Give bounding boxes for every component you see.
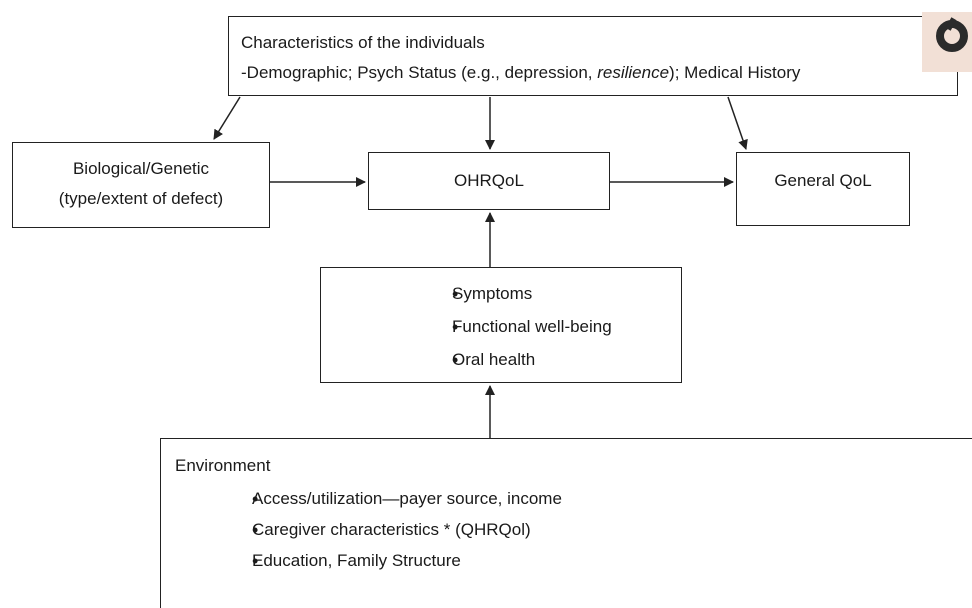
general-qol-label: General QoL [774, 171, 872, 190]
characteristics-detail-b: ); Medical History [669, 63, 801, 82]
factor-oral-health: Oral health [412, 351, 612, 369]
biological-genetic-detail: (type/extent of defect) [58, 189, 224, 208]
environment-title: Environment [175, 456, 271, 475]
biological-genetic-title: Biological/Genetic [72, 159, 210, 178]
ohrqol-label: OHRQoL [454, 171, 524, 190]
factor-symptoms: Symptoms [412, 285, 612, 303]
arrow-top-to-general [727, 96, 748, 150]
characteristics-detail: -Demographic; Psych Status (e.g., depres… [241, 64, 800, 81]
factors-list: Symptoms Functional well-being Oral heal… [412, 285, 612, 369]
ohrqol-box [368, 152, 610, 210]
arrow-top-to-bio [213, 96, 241, 140]
characteristics-detail-italic: resilience [597, 63, 670, 82]
factor-functional-well-being: Functional well-being [412, 318, 612, 336]
characteristics-title: Characteristics of the individuals [241, 33, 485, 52]
characteristics-box [228, 16, 958, 96]
environment-item-caregiver: Caregiver characteristics * (QHRQol) [208, 521, 562, 539]
environment-item-access: Access/utilization—payer source, income [208, 490, 562, 508]
characteristics-detail-a: -Demographic; Psych Status (e.g., depres… [241, 63, 598, 82]
environment-list: Access/utilization—payer source, income … [208, 490, 562, 570]
general-qol-box [736, 152, 910, 226]
biological-genetic-box [12, 142, 270, 228]
environment-item-education: Education, Family Structure [208, 552, 562, 570]
ring-logo-icon [922, 12, 972, 72]
connector-arrows [213, 96, 748, 438]
